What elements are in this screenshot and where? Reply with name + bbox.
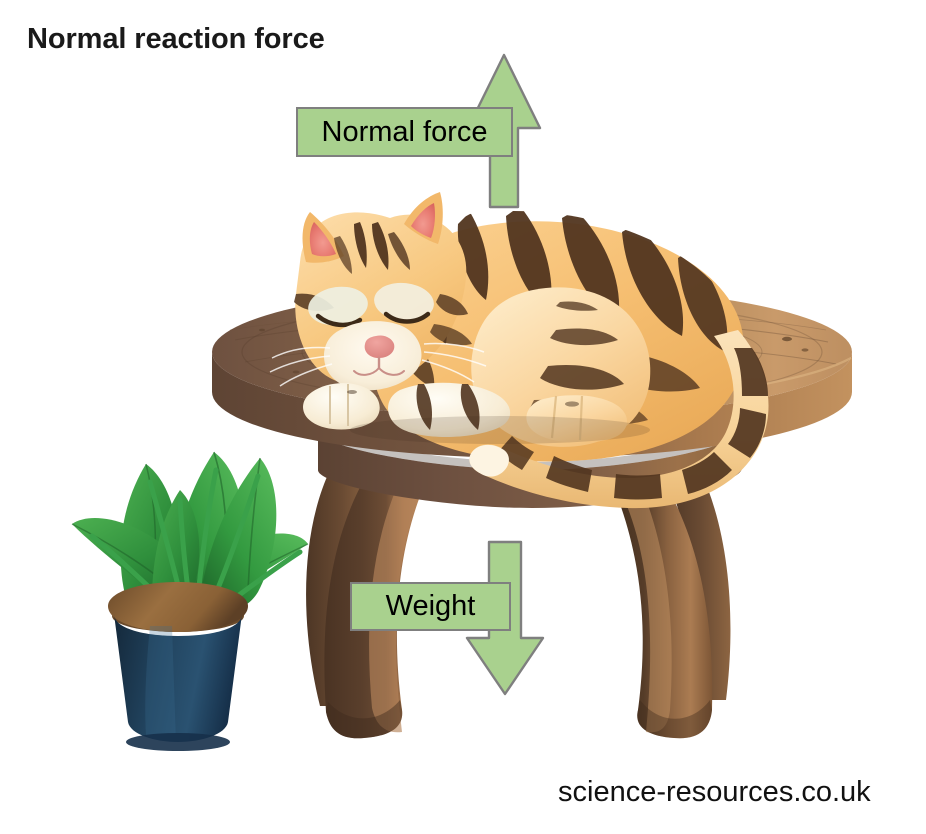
- table-foot-left-shadow: [326, 700, 403, 739]
- cat-cheek-stripe-right-2: [430, 324, 472, 346]
- cat-ear-right-inner: [411, 203, 435, 238]
- table-knot-b: [801, 348, 809, 352]
- cat-haunch-stripe-2: [550, 328, 618, 346]
- cat-paw-front-left: [303, 383, 380, 430]
- cat-eye-closed-left: [315, 313, 363, 328]
- cat-tail-stripes: [498, 348, 768, 500]
- cat-paw-mark-left: [347, 390, 357, 394]
- cat-eye-pad-left: [308, 286, 368, 326]
- cat-contact-shadow: [350, 416, 650, 444]
- cat-paw-rear-toes: [550, 395, 584, 441]
- table-knot-a: [782, 336, 792, 342]
- table-top-edge: [212, 352, 852, 458]
- weight-label-text: Weight: [385, 590, 476, 622]
- cat-ear-left-inner: [309, 222, 336, 257]
- cat-forehead-stripes: [334, 222, 410, 274]
- plant-leaves: [71, 451, 309, 621]
- table-knot-d: [292, 370, 300, 374]
- weight-label: Weight: [350, 582, 511, 631]
- table-foot-right-shadow: [637, 700, 712, 739]
- cat-whiskers: [269, 342, 487, 387]
- cat-paw-rear-mark: [565, 401, 579, 407]
- table-leg-front-right-highlight: [620, 484, 672, 733]
- cat-nose: [364, 335, 395, 358]
- table-knot-c: [259, 328, 265, 332]
- normal-force-label-text: Normal force: [321, 115, 488, 148]
- cat-mouth-left: [353, 367, 380, 376]
- normal-force-label: Normal force: [296, 107, 513, 157]
- potted-plant-illustration: [71, 451, 309, 751]
- cat-illustration: [269, 192, 769, 509]
- plant-leaf-5-vein: [247, 457, 261, 591]
- cat-tail-tip: [469, 444, 509, 477]
- cat-haunch-stripe-1: [556, 301, 598, 311]
- page-title: Normal reaction force: [27, 23, 325, 55]
- cat-cheek-stripe-right: [436, 294, 468, 316]
- cat-paw-stripe-right-1: [416, 384, 432, 430]
- plant-pot-highlight: [145, 626, 176, 742]
- plant-pot-body: [114, 614, 242, 742]
- plant-pot-rim: [108, 582, 248, 632]
- cat-tail: [469, 330, 769, 509]
- cat-eye-closed-right: [383, 311, 431, 324]
- cat-eye-pad-right: [374, 282, 434, 322]
- watermark-attribution: science-resources.co.uk: [558, 776, 871, 808]
- cat-haunch-stripe-3: [540, 364, 624, 390]
- cat-mouth-right: [378, 367, 405, 376]
- table-apron-shadow-line: [318, 420, 742, 470]
- cat-paw-stripe-right-2: [460, 384, 480, 430]
- plant-pot-base: [126, 733, 230, 751]
